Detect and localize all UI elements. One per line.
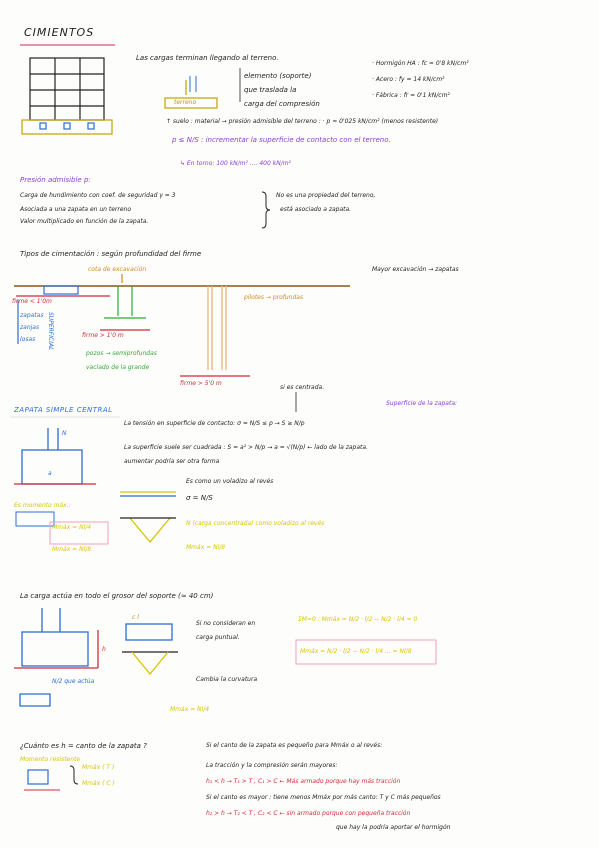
zapata-sketch [14,428,176,544]
terreno-label: terreno [174,99,197,106]
mmax-3: Mmáx = Nl/8 [186,544,226,551]
mmax-long: Mmáx = N/2 · l/2 − N/2 · l/4 ... = Nl/8 [300,648,412,655]
foundation-types-sketch [14,274,350,377]
presion-title: Presión admisible p: [20,176,91,184]
puntual-line: carga puntual. [196,634,240,641]
superficial-label: SUPERFICIAL [47,312,54,351]
aumentar-line: aumentar podría ser otra forma [124,458,220,465]
canto-question: ¿Cuánto es h = canto de la zapata ? [20,742,147,750]
intro-line-1: Las cargas terminan llegando al terreno. [136,54,279,62]
hormigon-line: · Hormigón HA : fc = 0'8 kN/cm² [372,60,469,67]
fabrica-line: · Fábrica : fr = 0'1 kN/cm² [372,92,450,99]
presion-line-1: Carga de hundimiento con coef. de seguri… [20,192,176,199]
canto-r5: h₂ > h → T₂ < T , C₂ < C ← sin armado po… [206,810,411,817]
presion-line-3: Valor multiplicado en función de la zapa… [20,218,149,225]
canto-r3: h₁ < h → T₁ > T , C₁ > C ← Más armado po… [206,778,401,785]
presion-line-2: Asociada a una zapata en un terreno [20,206,132,213]
zapata-a-label: a [48,470,52,477]
firme-1: firme < 1'0m [12,298,52,305]
mmax-final: Mmáx = Nl/4 [170,706,210,713]
canto-r2: La tracción y la compresión serán mayore… [206,762,338,769]
c-l-label: c l [132,614,139,621]
curvatura-line: Cambia la curvatura [196,676,258,683]
carga-title: La carga actúa en todo el grosor del sop… [20,592,214,600]
canto-sub: Momento resistente [20,756,81,763]
carga-concentrada-line: N (carga concentrada) como voladizo al r… [186,520,325,527]
canto-r6: que hay la podría aportar el hormigón [336,824,451,831]
suelo-line: ↑ suelo : material → presión admisible d… [166,118,439,125]
canto-r4: Si el canto es mayor : tiene menos Mmáx … [206,794,441,801]
page-title: CIMIENTOS [24,26,95,39]
intro-line-4: carga del compresión [244,100,320,108]
canto-r1: Si el canto de la zapata es pequeño para… [206,742,383,749]
entorno-line: ↳ En torno: 100 kN/m² .... 400 kN/m² [180,160,291,167]
centrada-note: si es centrada. [280,384,325,391]
load-spread-sketch [14,608,178,707]
acero-line: · Acero : fy = 14 kN/cm² [372,76,445,83]
h-label: h [102,646,106,653]
zapatas-label: zapatas [20,312,44,319]
sumM-line: ΣM=0 : Mmáx = N/2 · l/2 − N/2 · l/4 = 0 [298,616,418,623]
vaciado-label: vaciado de la grande [86,364,150,371]
zapata-N-label: N [62,430,67,437]
pilotes-label: pilotes → profundas [244,294,304,301]
firme-2: firme > 1'0 m [82,332,124,339]
mayor-excavacion: Mayor excavación → zapatas [372,266,459,273]
presion-line-4: No es una propiedad del terreno, [276,192,376,199]
noconsid-line: Si no consideran en [196,620,256,627]
intro-line-2: elemento (soporte) [244,72,312,80]
zapata-title: ZAPATA SIMPLE CENTRAL [14,406,113,414]
intro-line-3: que traslada la [244,86,297,94]
mmax-2: Mmáx = Nl/8 [52,546,92,553]
pozos-label: pozos → semiprofundas [86,350,157,357]
building-sketch [21,57,113,135]
sigma-formula: σ = N/S [186,494,213,502]
voladizo-line: Es como un voladizo al revés [186,478,274,485]
mmax-1: Mmáx = Nl/4 [52,524,92,531]
tension-line: La tensión en superficie de contacto: σ … [124,420,305,427]
zanjas-label: zanjas [20,324,40,331]
mmax-C: Mmáx ( C ) [82,780,115,787]
momento-max-label: Es momento máx.: [14,502,71,509]
firme-3: firme > 5'0 m [180,380,222,387]
presion-line-5: está asociado a zapata. [280,206,352,213]
tipos-title: Tipos de cimentación : según profundidad… [20,250,202,258]
superficie-label: Superficie de la zapata: [386,400,458,407]
pressure-formula: p ≤ N/S : incrementar la superficie de c… [172,136,391,144]
mmax-T: Mmáx ( T ) [82,764,115,771]
n2-note: N/2 que actúa [52,678,95,685]
losas-label: losas [20,336,36,343]
cuadrada-line: La superficie suele ser cuadrada : S = a… [124,444,368,451]
cota-excavacion: cota de excavación [88,266,147,273]
